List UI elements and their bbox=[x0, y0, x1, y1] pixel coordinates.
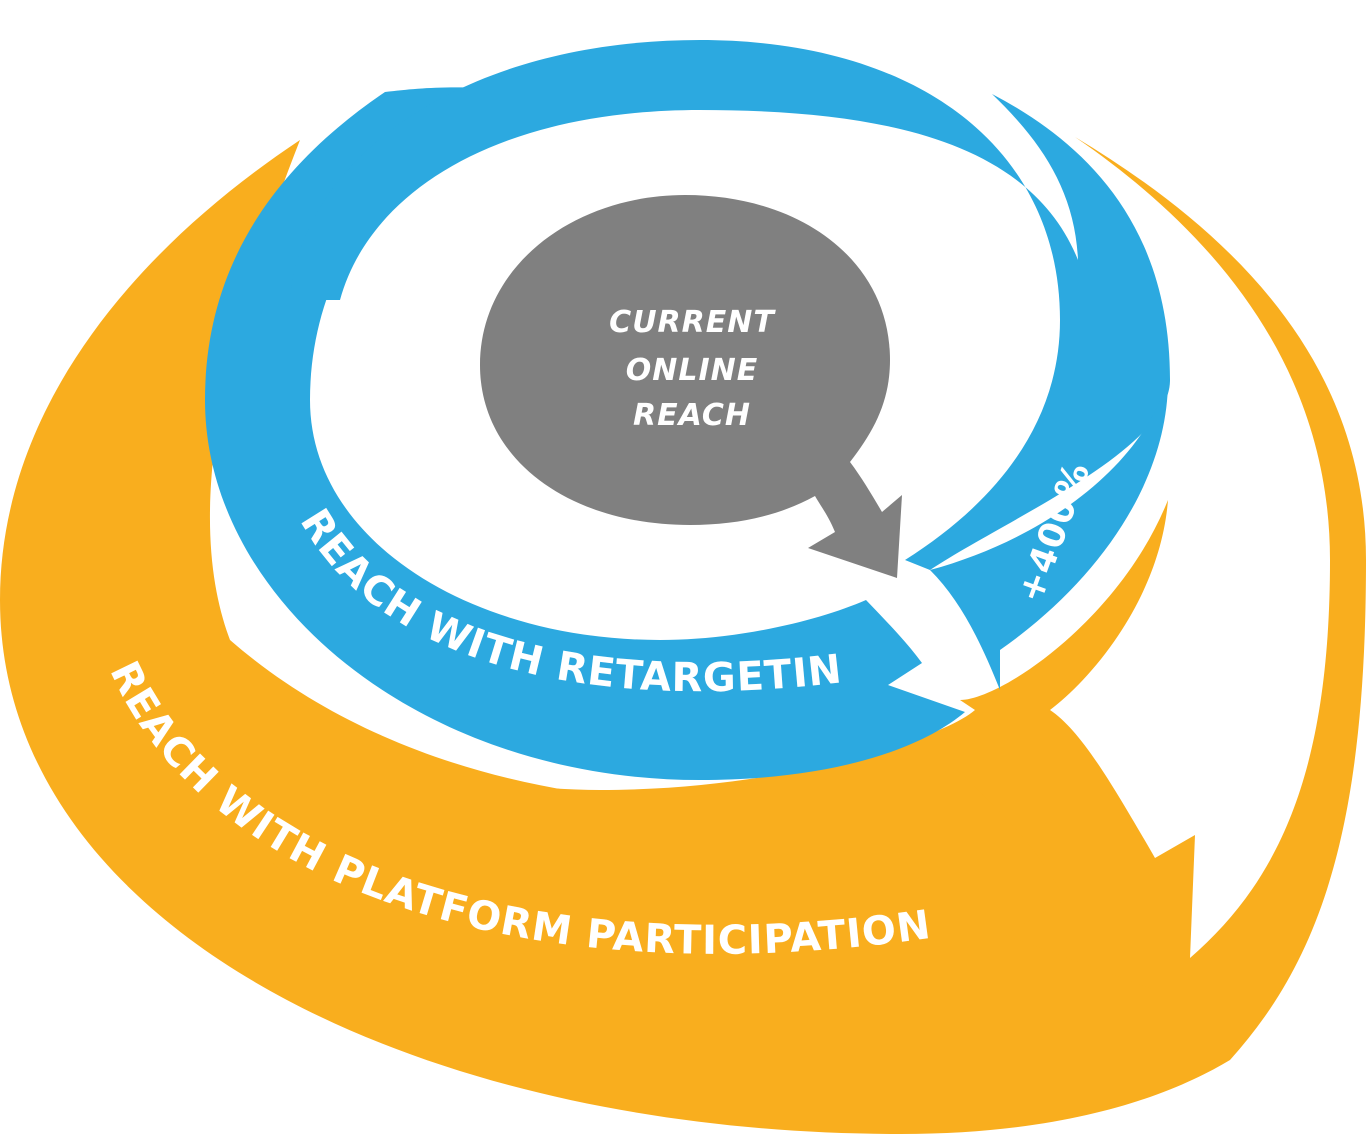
middle-ring-right bbox=[930, 380, 1168, 690]
core-blob-shape bbox=[480, 195, 902, 578]
middle-ring bbox=[205, 40, 1170, 780]
outer-ring bbox=[0, 137, 1366, 1134]
outer-ring-tail bbox=[208, 640, 1155, 1013]
core-label: CURRENT ONLINE REACH bbox=[609, 305, 776, 433]
outer-ring-percent: +1,000% bbox=[1162, 603, 1265, 793]
middle-ring-shape bbox=[205, 87, 965, 780]
core-label-line-3: REACH bbox=[633, 398, 751, 433]
middle-inner-hole bbox=[375, 130, 1005, 610]
core-blob bbox=[480, 195, 902, 578]
core-label-line-2: ONLINE bbox=[626, 353, 759, 388]
core-label-line-1: CURRENT bbox=[609, 305, 776, 340]
